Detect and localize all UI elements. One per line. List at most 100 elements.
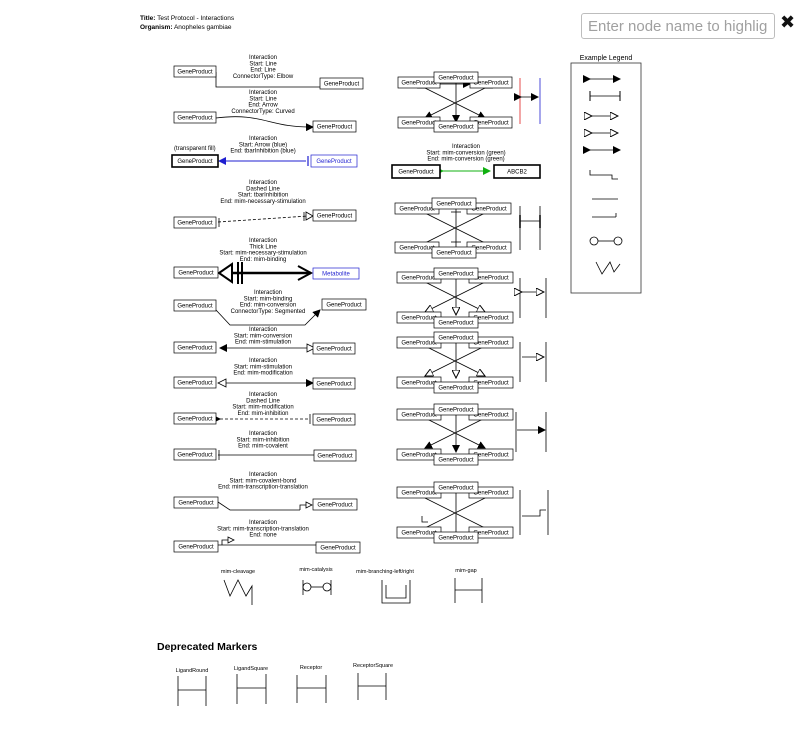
node-green-left[interactable]: GeneProduct	[391, 164, 441, 179]
node-label: GeneProduct	[471, 207, 507, 213]
node-b12[interactable]: GeneProduct	[315, 541, 361, 554]
node-c2-t[interactable]: GeneProduct	[431, 197, 477, 210]
cross-diagram-2	[424, 206, 541, 250]
node-box	[173, 341, 217, 354]
node-box	[173, 496, 219, 509]
node-a10[interactable]: GeneProduct	[173, 448, 217, 461]
caption-line: Start: mim-conversion (green)	[426, 150, 505, 156]
node-label: GeneProduct	[438, 321, 474, 327]
node-b5[interactable]: Metabolite	[312, 267, 360, 280]
node-box	[312, 342, 356, 355]
svg-text:Organism: Anopheles gambia: Organism: Anopheles gambiae	[140, 24, 232, 31]
node-c6-b[interactable]: GeneProduct	[433, 531, 479, 544]
node-a6[interactable]: GeneProduct	[173, 299, 217, 312]
node-b4[interactable]: GeneProduct	[312, 209, 357, 222]
node-a12[interactable]: GeneProduct	[173, 540, 219, 553]
caption-line: Start: Line	[249, 61, 277, 67]
node-b7[interactable]: GeneProduct	[312, 342, 356, 355]
node-label: GeneProduct	[401, 341, 437, 347]
node-c5-b[interactable]: GeneProduct	[433, 453, 479, 466]
node-b2[interactable]: GeneProduct	[312, 120, 357, 133]
deprecated-marker-label: ReceptorSquare	[353, 663, 393, 669]
node-label: GeneProduct	[317, 503, 353, 509]
caption-line: End: mim-covalent	[238, 444, 288, 450]
caption-line: Start: mim-inhibition	[236, 437, 289, 443]
node-box	[433, 120, 479, 133]
node-c1-b[interactable]: GeneProduct	[433, 120, 479, 133]
node-box	[319, 77, 364, 90]
node-a5[interactable]: GeneProduct	[173, 266, 219, 279]
node-box	[315, 541, 361, 554]
node-label: GeneProduct	[316, 347, 352, 353]
node-c3-t[interactable]: GeneProduct	[433, 267, 479, 280]
node-c5-t[interactable]: GeneProduct	[433, 403, 479, 416]
node-a3[interactable]: GeneProduct	[171, 154, 219, 168]
caption-line: Start: mim-transcription-translation	[217, 526, 309, 532]
node-c1-t[interactable]: GeneProduct	[433, 71, 479, 84]
caption-line: End: Line	[250, 68, 276, 74]
node-b6[interactable]: GeneProduct	[321, 298, 367, 311]
node-label: GeneProduct	[177, 417, 213, 423]
node-label: GeneProduct	[473, 413, 509, 419]
node-box	[173, 412, 217, 425]
node-a9[interactable]: GeneProduct	[173, 412, 217, 425]
deprecated-symbols	[177, 673, 387, 706]
node-label: GeneProduct	[401, 453, 437, 459]
close-icon[interactable]: ✖	[780, 12, 796, 33]
node-a11[interactable]: GeneProduct	[173, 496, 219, 509]
node-c3-b[interactable]: GeneProduct	[433, 316, 479, 329]
title-value: Test Protocol - Interactions	[157, 15, 235, 22]
node-abcb2[interactable]: ABCB2	[493, 164, 541, 179]
node-label: GeneProduct	[320, 546, 356, 552]
caption-line: End: mim-necessary-stimulation	[220, 199, 305, 205]
node-c4-t[interactable]: GeneProduct	[433, 331, 479, 344]
node-b9[interactable]: GeneProduct	[312, 413, 356, 426]
node-label: GeneProduct	[177, 70, 213, 76]
node-b8[interactable]: GeneProduct	[312, 377, 356, 390]
node-label: Metabolite	[322, 272, 350, 278]
node-label: GeneProduct	[438, 125, 474, 131]
node-label: GeneProduct	[473, 381, 509, 387]
caption-line: Interaction	[452, 144, 480, 150]
node-c4-b[interactable]: GeneProduct	[433, 381, 479, 394]
node-a2[interactable]: GeneProduct	[173, 111, 217, 124]
node-a1[interactable]: GeneProduct	[173, 65, 217, 78]
node-c6-t[interactable]: GeneProduct	[433, 481, 479, 494]
deprecated-marker-label: LigandSquare	[234, 666, 268, 672]
node-box	[433, 71, 479, 84]
node-b11[interactable]: GeneProduct	[312, 498, 358, 511]
caption-line: Start: mim-stimulation	[234, 364, 292, 370]
bottom-marker-label: mim-cleavage	[221, 569, 255, 575]
caption-line: Interaction	[249, 431, 277, 437]
organism-label: Organism:	[140, 24, 173, 31]
svg-text:Title: Test Protocol - Int: Title: Test Protocol - Interactions	[140, 15, 235, 22]
node-label: GeneProduct	[473, 453, 509, 459]
node-b1[interactable]: GeneProduct	[319, 77, 364, 90]
node-label: GeneProduct	[473, 121, 509, 127]
search-input[interactable]	[581, 13, 775, 39]
node-box	[433, 381, 479, 394]
node-box	[312, 120, 357, 133]
node-b10[interactable]: GeneProduct	[313, 449, 357, 462]
node-b3[interactable]: GeneProduct	[310, 154, 358, 168]
node-c2-b[interactable]: GeneProduct	[431, 246, 477, 259]
caption-line: Interaction	[249, 136, 277, 142]
node-a7[interactable]: GeneProduct	[173, 341, 217, 354]
caption-line: End: mim-inhibition	[237, 411, 288, 417]
node-label: GeneProduct	[317, 454, 353, 460]
node-a8[interactable]: GeneProduct	[173, 376, 217, 389]
node-box	[173, 448, 217, 461]
node-label: GeneProduct	[177, 453, 213, 459]
node-a4[interactable]: GeneProduct	[173, 216, 217, 229]
caption-line: Interaction	[249, 472, 277, 478]
node-box	[433, 267, 479, 280]
